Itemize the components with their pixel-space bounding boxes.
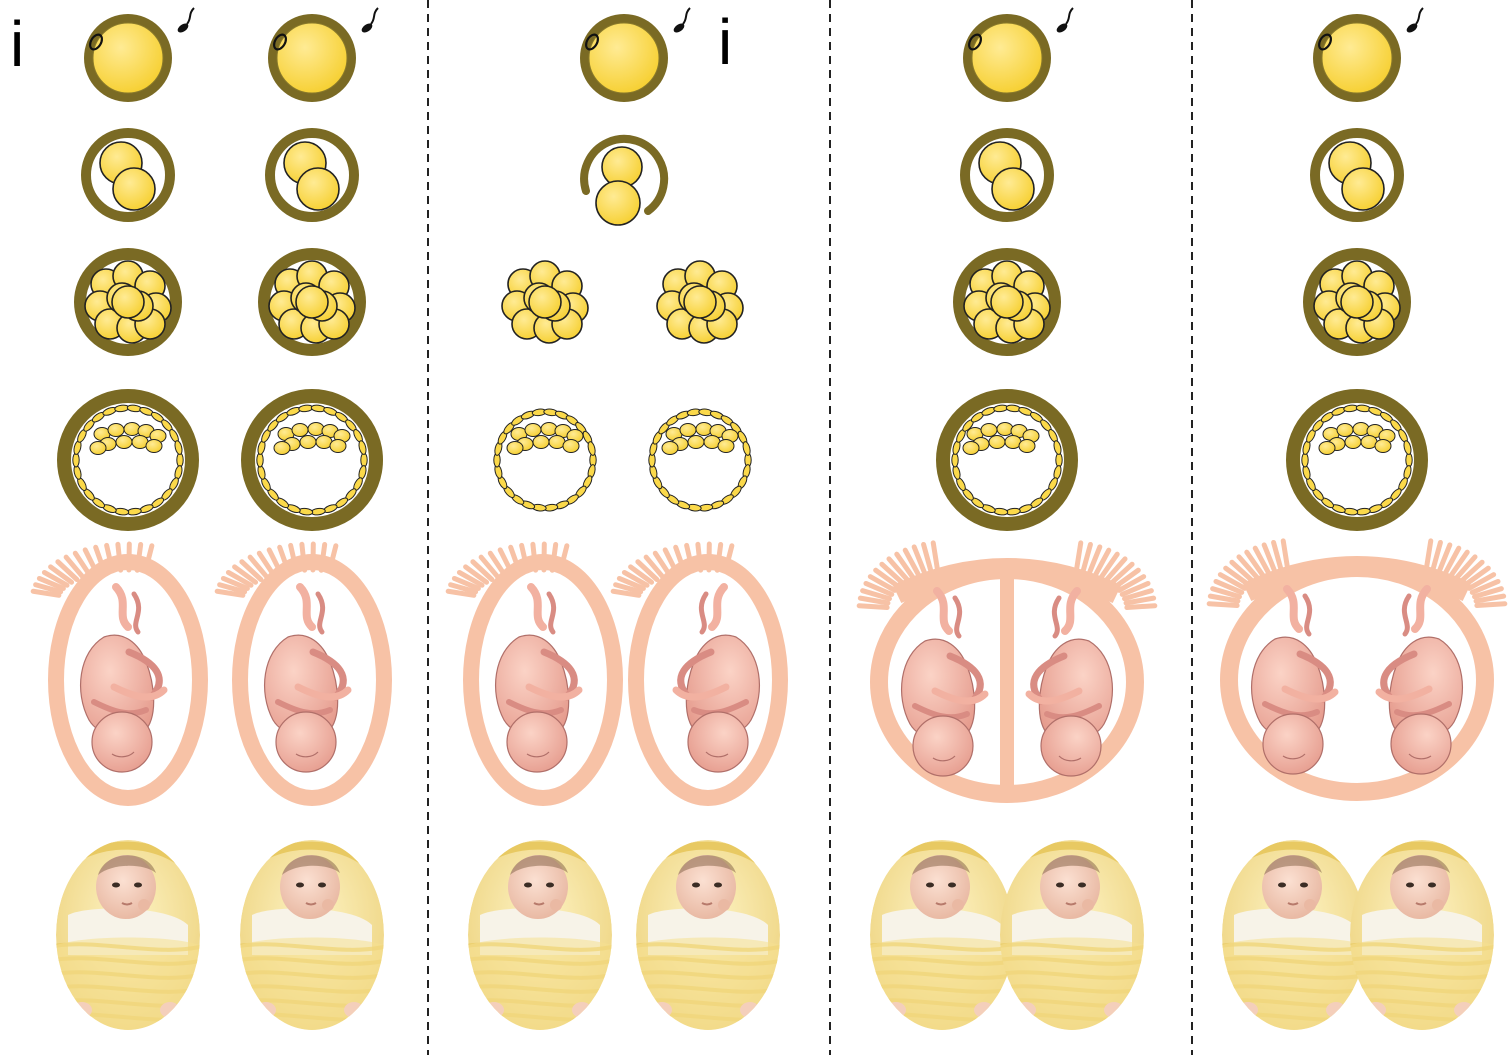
blastocyst-icon: [248, 396, 376, 524]
placenta-icon: [448, 544, 615, 798]
marker-label: i: [10, 12, 24, 76]
blastocyst-icon: [649, 408, 752, 511]
blastocyst-icon: [64, 396, 192, 524]
sperm-icon: [1405, 8, 1423, 34]
blastocyst-icon: [494, 408, 597, 511]
newborn-baby-icon: [1342, 840, 1502, 1035]
two-cell-embryo-icon: [86, 133, 170, 217]
marker-label: i: [718, 10, 732, 74]
fetus-icon: [1029, 591, 1112, 776]
blastocyst-icon: [943, 396, 1071, 524]
fetus-icon: [1379, 589, 1462, 774]
morula-icon: [264, 254, 360, 350]
sperm-icon: [176, 8, 194, 34]
fetus-icon: [81, 587, 164, 772]
two-cell-embryo-icon: [270, 133, 354, 217]
newborn-baby-icon: [48, 840, 208, 1035]
morula-icon: [80, 254, 176, 350]
fetus-icon: [676, 587, 759, 772]
placenta-icon: [217, 544, 384, 798]
fetus-icon: [265, 587, 348, 772]
placenta-icon: [33, 544, 200, 798]
two-cell-embryo-icon: [584, 139, 664, 225]
newborn-baby-icon: [628, 840, 788, 1035]
newborn-baby-icon: [460, 840, 620, 1035]
morula-icon: [657, 261, 743, 343]
morula-icon: [959, 254, 1055, 350]
two-cell-embryo-icon: [1315, 133, 1399, 217]
fetus-icon: [1252, 589, 1335, 774]
egg-icon: [580, 14, 668, 102]
placenta-icon: [859, 543, 1155, 800]
sperm-icon: [1055, 8, 1073, 34]
newborn-baby-icon: [992, 840, 1152, 1035]
fetus-icon: [496, 587, 579, 772]
egg-icon: [1313, 14, 1401, 102]
morula-icon: [1309, 254, 1405, 350]
newborn-baby-icon: [232, 840, 392, 1035]
placenta-icon: [1209, 541, 1505, 792]
egg-icon: [963, 14, 1051, 102]
morula-icon: [502, 261, 588, 343]
two-cell-embryo-icon: [965, 133, 1049, 217]
fetus-icon: [902, 591, 985, 776]
sperm-icon: [672, 8, 690, 34]
newborn-baby-icon: [862, 840, 1022, 1035]
sperm-icon: [360, 8, 378, 34]
egg-icon: [268, 14, 356, 102]
placenta-icon: [613, 544, 780, 798]
egg-icon: [84, 14, 172, 102]
newborn-baby-icon: [1214, 840, 1374, 1035]
blastocyst-icon: [1293, 396, 1421, 524]
